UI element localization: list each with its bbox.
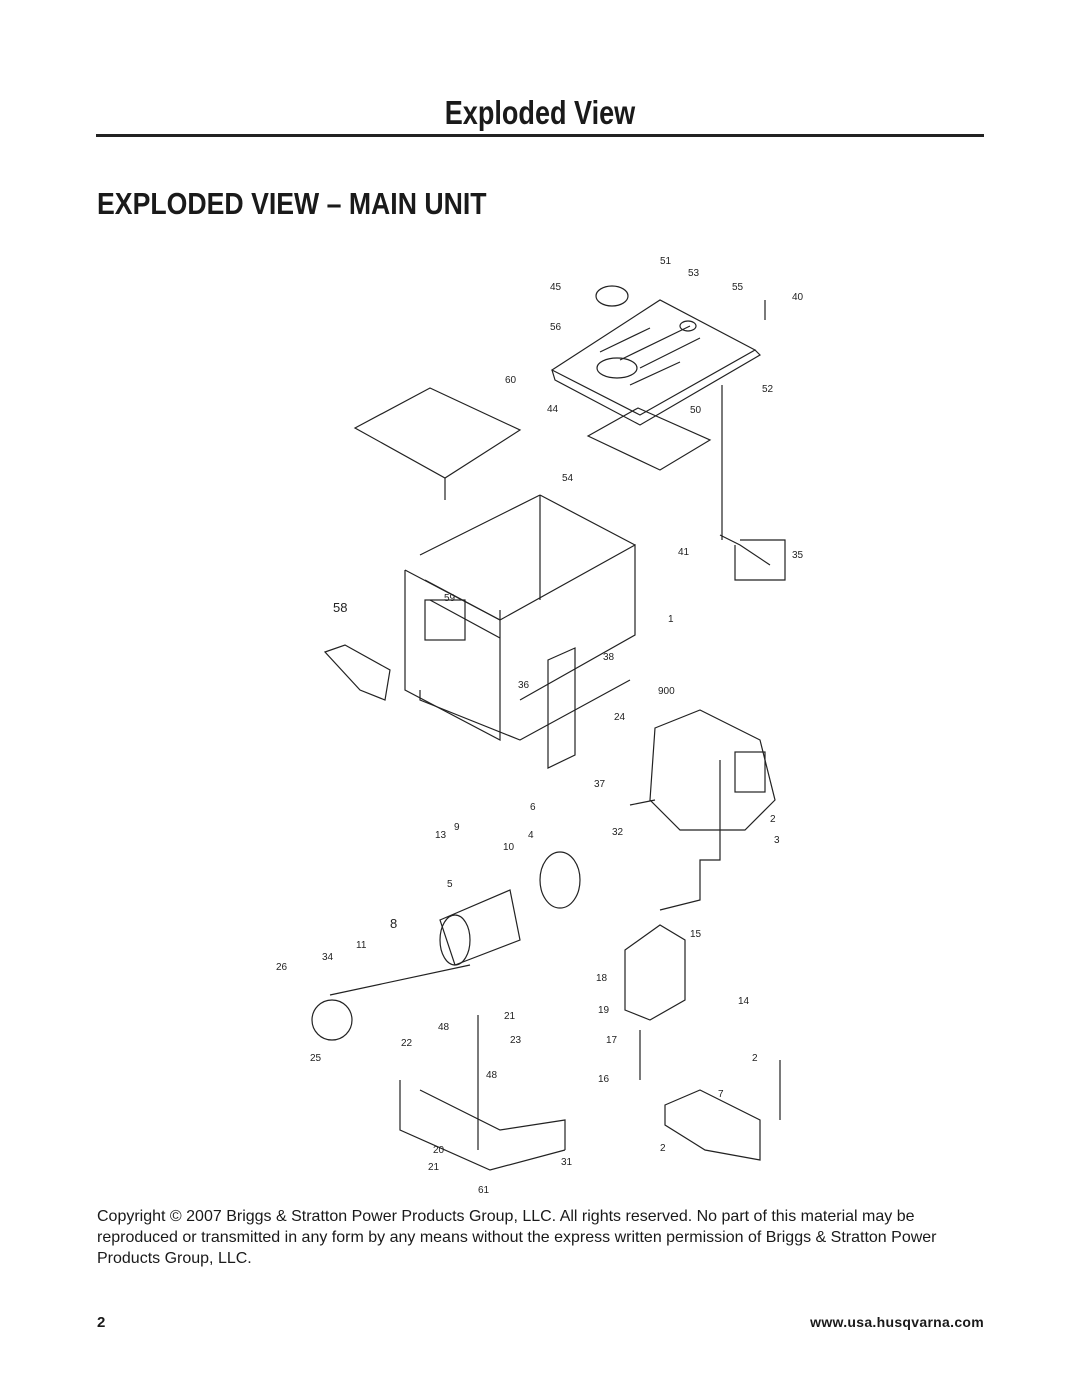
- svg-text:56: 56: [550, 322, 562, 333]
- section-title: EXPLODED VIEW – MAIN UNIT: [97, 186, 487, 221]
- svg-text:13: 13: [435, 830, 447, 841]
- footer-url[interactable]: www.usa.husqvarna.com: [810, 1314, 984, 1330]
- svg-text:20: 20: [433, 1145, 445, 1156]
- svg-text:9: 9: [454, 822, 460, 833]
- svg-text:36: 36: [518, 680, 530, 691]
- header-rule: [96, 134, 984, 137]
- svg-text:25: 25: [310, 1053, 322, 1064]
- svg-text:17: 17: [606, 1035, 618, 1046]
- svg-text:1: 1: [668, 614, 674, 625]
- svg-text:19: 19: [598, 1005, 610, 1016]
- svg-text:8: 8: [390, 916, 397, 931]
- svg-text:15: 15: [690, 929, 702, 940]
- svg-text:23: 23: [510, 1035, 522, 1046]
- svg-text:14: 14: [738, 996, 750, 1007]
- copyright-notice: Copyright © 2007 Briggs & Stratton Power…: [97, 1208, 937, 1267]
- svg-text:2: 2: [752, 1053, 758, 1064]
- page-header-title: Exploded View: [444, 94, 636, 131]
- svg-text:55: 55: [732, 282, 744, 293]
- svg-text:52: 52: [762, 384, 774, 395]
- svg-text:61: 61: [478, 1185, 490, 1196]
- svg-text:4: 4: [528, 830, 534, 841]
- svg-text:50: 50: [690, 405, 702, 416]
- svg-text:35: 35: [792, 550, 804, 561]
- svg-text:58: 58: [333, 600, 347, 615]
- page-number: 2: [97, 1314, 106, 1331]
- svg-text:48: 48: [486, 1070, 498, 1081]
- svg-text:31: 31: [561, 1157, 573, 1168]
- svg-text:10: 10: [503, 842, 515, 853]
- svg-text:60: 60: [505, 375, 517, 386]
- svg-text:37: 37: [594, 779, 606, 790]
- svg-text:16: 16: [598, 1074, 610, 1085]
- exploded-view-diagram: 51 53 45 55 40 56 60 52 44 50 54 41 35 5…: [270, 240, 830, 1200]
- svg-text:7: 7: [718, 1089, 724, 1100]
- svg-text:3: 3: [774, 835, 780, 846]
- svg-text:18: 18: [596, 973, 608, 984]
- svg-text:54: 54: [562, 473, 574, 484]
- svg-text:32: 32: [612, 827, 624, 838]
- svg-text:59: 59: [444, 593, 456, 604]
- svg-text:38: 38: [603, 652, 615, 663]
- svg-text:44: 44: [547, 404, 559, 415]
- page-header: Exploded View: [96, 94, 984, 138]
- svg-text:2: 2: [660, 1143, 666, 1154]
- svg-text:53: 53: [688, 268, 700, 279]
- svg-text:900: 900: [658, 686, 675, 697]
- svg-text:6: 6: [530, 802, 536, 813]
- svg-text:5: 5: [447, 879, 453, 890]
- svg-text:34: 34: [322, 952, 334, 963]
- svg-text:24: 24: [614, 712, 626, 723]
- svg-text:11: 11: [356, 940, 367, 951]
- svg-text:40: 40: [792, 292, 804, 303]
- svg-text:26: 26: [276, 962, 288, 973]
- svg-text:48: 48: [438, 1022, 450, 1033]
- exploded-view-illustration: 51 53 45 55 40 56 60 52 44 50 54 41 35 5…: [276, 256, 804, 1196]
- svg-text:21: 21: [428, 1162, 440, 1173]
- svg-text:51: 51: [660, 256, 672, 267]
- svg-text:2: 2: [770, 814, 776, 825]
- svg-text:21: 21: [504, 1011, 516, 1022]
- svg-text:45: 45: [550, 282, 562, 293]
- svg-text:22: 22: [401, 1038, 413, 1049]
- svg-text:41: 41: [678, 547, 690, 558]
